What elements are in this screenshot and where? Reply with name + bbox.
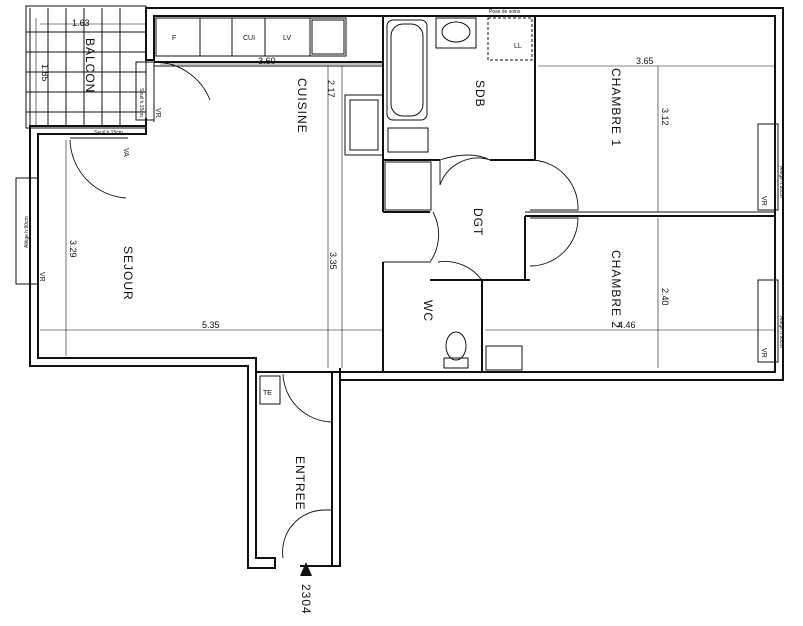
vent-label-chambre2: VR — [760, 348, 767, 358]
vent-label-balcony: VR — [154, 108, 161, 118]
vent-label-balcony-alt: VA — [122, 148, 129, 157]
entry-arrow-icon — [300, 562, 312, 576]
fixture-label-dryer: LL — [514, 43, 522, 50]
interior-walls — [256, 16, 775, 373]
note-seuil-kitchen: Seuil h.15cm — [138, 88, 144, 117]
dim-balcon-width: 1.63 — [72, 18, 90, 28]
fixtures — [15, 17, 779, 405]
dim-chambre1-width: 3.65 — [636, 56, 654, 66]
dim-sejour-length: 3.35 — [328, 252, 338, 270]
note-poste-de-soins: Pose de soins — [489, 9, 521, 15]
dim-cuisine-depth: 2.17 — [326, 80, 336, 98]
note-allege-chambre2: Allège h.90cm — [778, 316, 784, 348]
balcony-area — [25, 5, 147, 129]
vent-label-sejour: VR — [38, 272, 45, 282]
fixture-label-washer: LV — [283, 35, 291, 42]
dim-chambre2-depth: 2.40 — [660, 288, 670, 306]
note-allege-sejour: Allège h.90cm — [24, 216, 30, 248]
room-label-sdb: SDB — [473, 80, 487, 108]
lot-number: 2304 — [299, 584, 313, 615]
fixture-label-fridge: F — [172, 35, 176, 42]
note-allege-chambre1: Allège h.90cm — [778, 166, 784, 198]
doors — [69, 61, 579, 559]
note-seuil-balcony: Seuil h.15cm — [94, 130, 123, 136]
room-label-chambre1: CHAMBRE 1 — [609, 68, 623, 147]
dim-cuisine-width: 3.60 — [258, 56, 276, 66]
room-label-entree: ENTREE — [293, 456, 307, 511]
dim-chambre2-width: 4.46 — [618, 320, 636, 330]
dim-sejour-depth: 3.29 — [68, 240, 78, 258]
vent-label-chambre1: VR — [760, 196, 767, 206]
dimension-lines — [35, 18, 775, 368]
fixture-label-cooker: CUI — [243, 35, 255, 42]
room-label-dgt: DGT — [471, 208, 485, 236]
room-label-sejour: SEJOUR — [121, 246, 135, 301]
dim-balcon-depth: 1.85 — [40, 64, 50, 82]
room-label-cuisine: CUISINE — [295, 78, 309, 134]
fixture-label-meter: TE — [263, 390, 272, 397]
dim-sejour-width: 5.35 — [202, 320, 220, 330]
room-label-balcon: BALCON — [83, 38, 97, 93]
room-label-chambre2: CHAMBRE 2 — [609, 250, 623, 329]
dim-chambre1-depth: 3.12 — [660, 108, 670, 126]
room-label-wc: WC — [421, 300, 435, 322]
